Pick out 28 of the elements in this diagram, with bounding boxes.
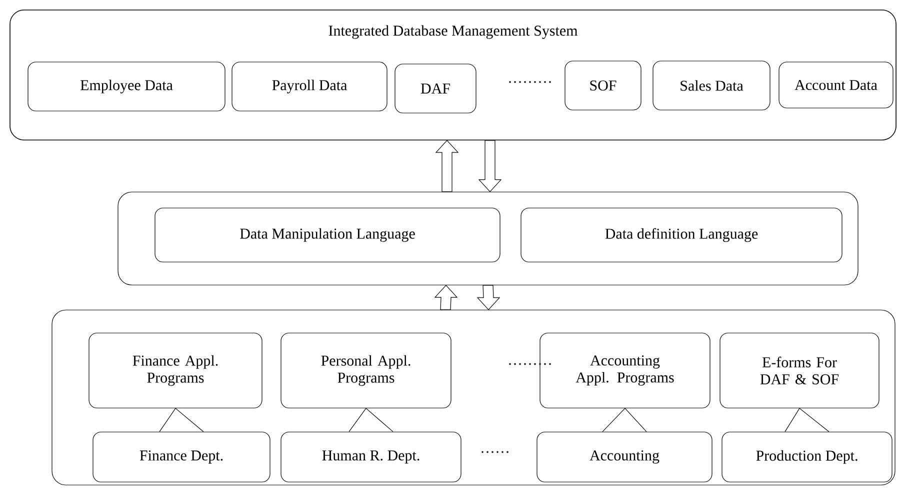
layer-box [52,310,896,486]
wedge-connector [159,408,204,432]
module-box: Payroll Data [232,62,388,112]
layer-box [118,192,858,286]
block-arrow [435,140,459,192]
ellipsis-dots: ········· [509,81,551,83]
module-box: Sales Data [652,60,770,110]
module-box: Personal Appl. Programs [280,332,452,408]
wedge-connector [784,408,830,432]
module-box: DAF [394,64,476,114]
module-box: E-forms For DAF & SOF [720,332,880,408]
ellipsis-dots: ······ [482,451,508,453]
wedge-connector [602,408,647,432]
wedge-connector [348,408,394,432]
module-box: Data definition Language [520,208,842,262]
block-arrow [478,140,502,192]
module-box: Accounting [536,432,712,482]
module-box: Finance Appl. Programs [88,332,262,408]
module-box: Account Data [778,62,894,108]
block-arrow [434,284,458,310]
module-box: SOF [564,60,642,110]
module-box: Data Manipulation Language [154,208,500,262]
module-box: Finance Dept. [92,432,270,482]
module-box: Employee Data [28,62,226,112]
module-box: Production Dept. [722,432,892,482]
block-arrow [476,285,500,310]
module-box: Human R. Dept. [280,432,462,482]
ellipsis-dots: ········· [509,363,551,365]
